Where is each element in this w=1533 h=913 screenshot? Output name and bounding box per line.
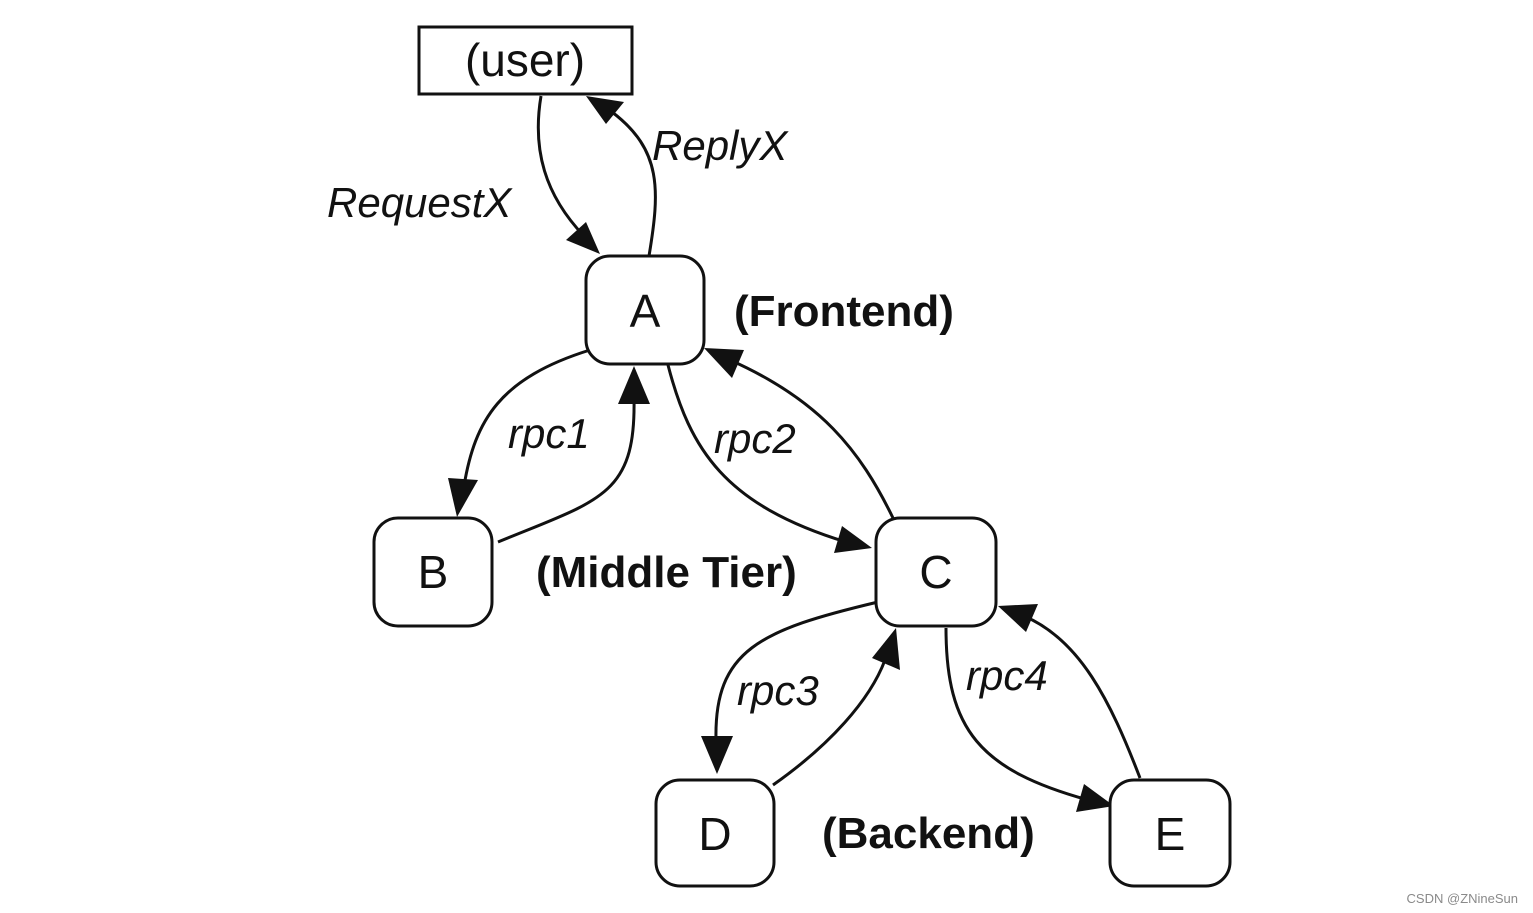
tier-backend-label: (Backend): [822, 809, 1035, 858]
node-e: [1108, 778, 1232, 888]
rpc3-call-edge: [714, 600, 879, 741]
user-label: (user): [465, 34, 585, 86]
rpc2-label: rpc2: [714, 415, 796, 462]
node-a-label: A: [630, 285, 661, 337]
rpc3-return-arrowhead: [872, 628, 900, 670]
rpc4-return-edge: [1023, 614, 1142, 779]
reply-label: ReplyX: [652, 122, 789, 169]
rpc3-return-edge: [772, 659, 887, 787]
node-b: [372, 516, 494, 628]
request-label: RequestX: [327, 179, 513, 226]
rpc1-return-arrowhead: [618, 366, 650, 404]
rpc3-call-arrowhead: [701, 736, 733, 774]
reply-edge: [611, 110, 657, 257]
rpc1-call-arrowhead: [448, 478, 478, 517]
rpc4-return-arrowhead: [998, 604, 1038, 632]
tier-frontend-label: (Frontend): [734, 287, 954, 336]
watermark: CSDN @ZNineSun: [1407, 891, 1518, 906]
node-c: [874, 516, 998, 628]
node-d-label: D: [698, 808, 731, 860]
reply-arrowhead: [586, 96, 624, 124]
rpc2-return-edge: [729, 358, 895, 519]
rpc1-label: rpc1: [508, 410, 590, 457]
rpc3-label: rpc3: [737, 667, 819, 714]
rpc4-label: rpc4: [966, 652, 1048, 699]
request-arrowhead: [566, 222, 600, 254]
rpc4-call-arrowhead: [1076, 784, 1114, 812]
node-b-label: B: [418, 546, 449, 598]
rpc2-return-arrowhead: [704, 348, 744, 378]
rpc2-call-arrowhead: [834, 526, 872, 553]
rpc4-call-edge: [944, 627, 1089, 802]
node-c-label: C: [919, 546, 952, 598]
node-a: [584, 254, 706, 366]
tier-middle-label: (Middle Tier): [536, 548, 797, 597]
rpc2-call-edge: [666, 364, 847, 544]
request-edge: [536, 95, 586, 238]
node-d: [654, 778, 776, 888]
node-e-label: E: [1155, 808, 1186, 860]
rpc1-call-edge: [462, 348, 591, 487]
rpc1-return-edge: [497, 397, 636, 544]
user-box: [417, 25, 634, 96]
